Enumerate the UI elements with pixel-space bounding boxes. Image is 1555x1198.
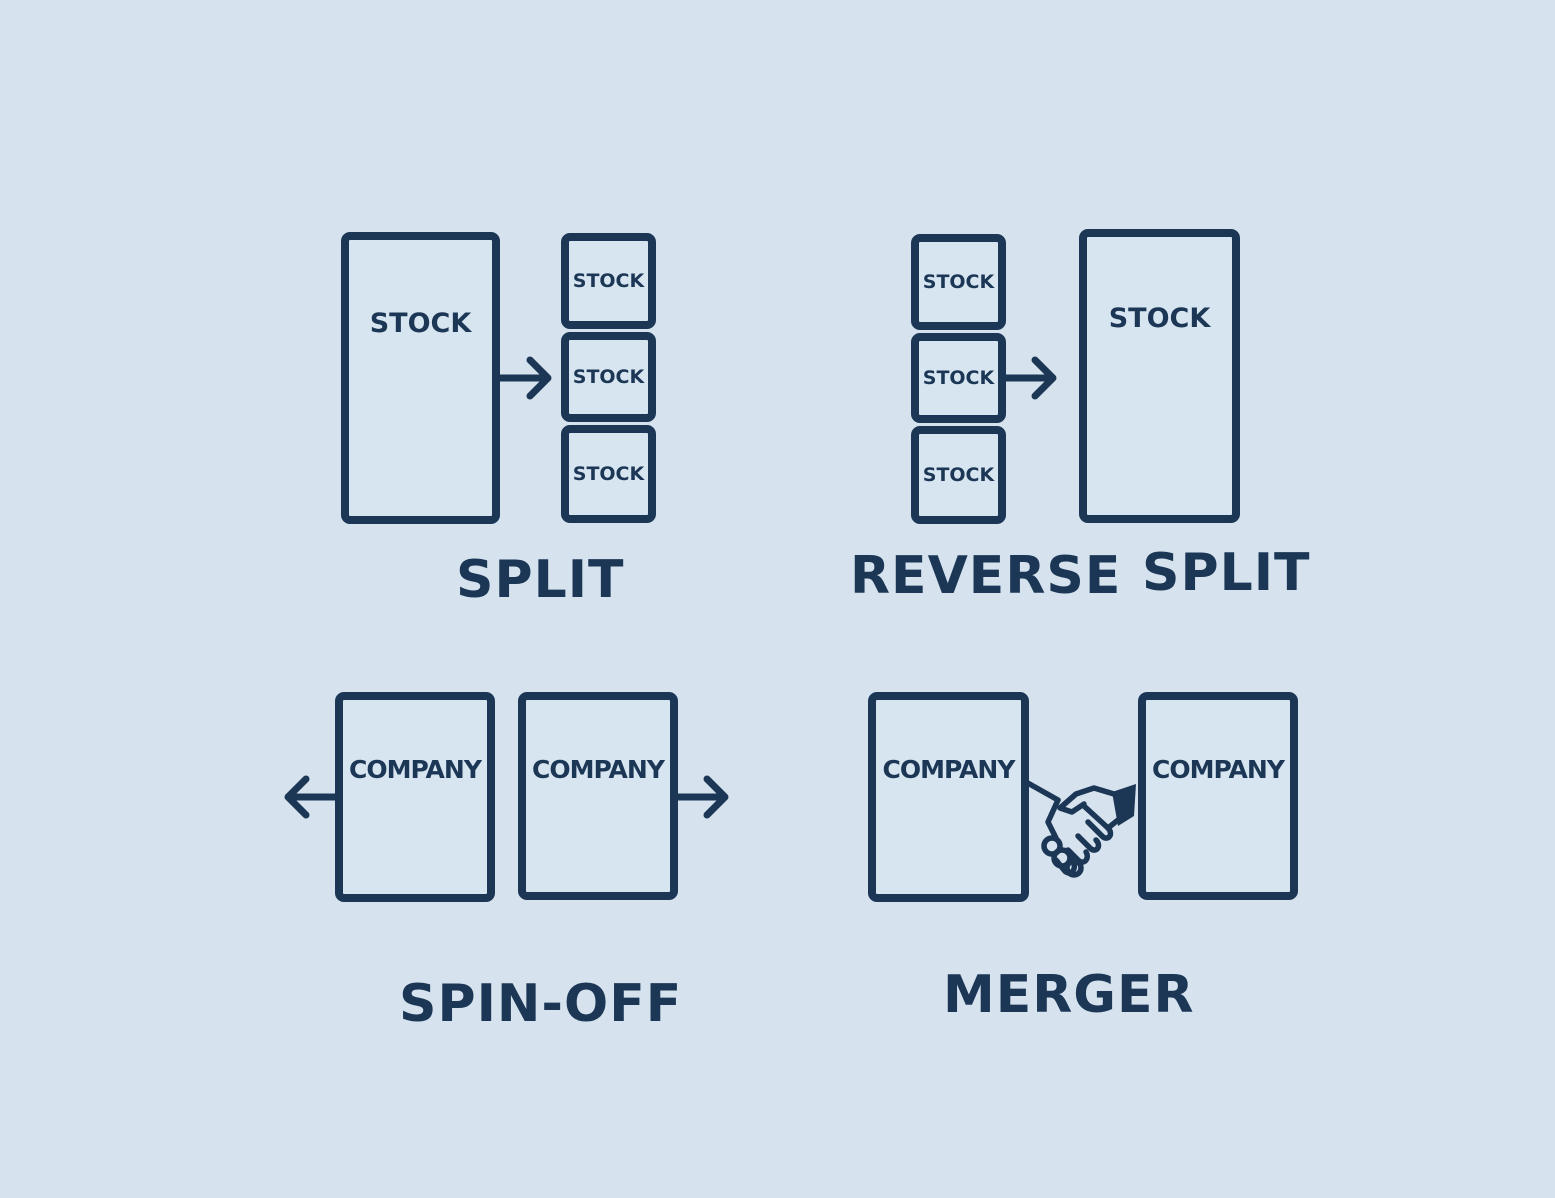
split-arrow-icon bbox=[496, 356, 552, 400]
split-large-stock-box: STOCK bbox=[341, 232, 500, 524]
split-title: SPLIT bbox=[456, 550, 625, 610]
reverse-split-small-stock-box-1: STOCK bbox=[911, 234, 1006, 330]
reverse-split-small-stock-label-3: STOCK bbox=[922, 464, 995, 486]
spin-off-left-company-box: COMPANY bbox=[335, 692, 495, 902]
spin-off-right-company-box: COMPANY bbox=[518, 692, 678, 900]
reverse-split-title-word-1: REVERSE bbox=[850, 546, 1122, 606]
reverse-split-large-stock-box: STOCK bbox=[1079, 229, 1240, 523]
split-small-stock-label-3: STOCK bbox=[572, 463, 645, 485]
split-small-stock-box-1: STOCK bbox=[561, 233, 656, 329]
merger-title: MERGER bbox=[943, 965, 1195, 1025]
merger-right-company-box: COMPANY bbox=[1138, 692, 1298, 900]
spin-off-title: SPIN-OFF bbox=[399, 974, 683, 1034]
reverse-split-large-stock-label: STOCK bbox=[1108, 303, 1211, 334]
split-small-stock-label-1: STOCK bbox=[572, 270, 645, 292]
handshake-icon bbox=[1023, 779, 1136, 878]
spin-off-left-arrow-icon bbox=[284, 775, 341, 819]
spin-off-left-company-label: COMPANY bbox=[349, 755, 482, 784]
split-small-stock-label-2: STOCK bbox=[572, 366, 645, 388]
reverse-split-title-word-2: SPLIT bbox=[1142, 543, 1311, 603]
reverse-split-small-stock-box-3: STOCK bbox=[911, 426, 1006, 524]
merger-left-company-label: COMPANY bbox=[882, 755, 1016, 784]
split-small-stock-box-2: STOCK bbox=[561, 332, 656, 422]
reverse-split-small-stock-label-2: STOCK bbox=[922, 367, 995, 389]
merger-left-company-box: COMPANY bbox=[868, 692, 1029, 902]
spin-off-right-company-label: COMPANY bbox=[532, 755, 665, 784]
reverse-split-small-stock-box-2: STOCK bbox=[911, 333, 1006, 423]
reverse-split-small-stock-label-1: STOCK bbox=[922, 271, 995, 293]
spin-off-right-arrow-icon bbox=[670, 775, 729, 819]
split-small-stock-box-3: STOCK bbox=[561, 425, 656, 523]
merger-right-company-label: COMPANY bbox=[1152, 755, 1285, 784]
reverse-split-arrow-icon bbox=[1000, 356, 1057, 400]
split-large-stock-label: STOCK bbox=[369, 308, 472, 339]
